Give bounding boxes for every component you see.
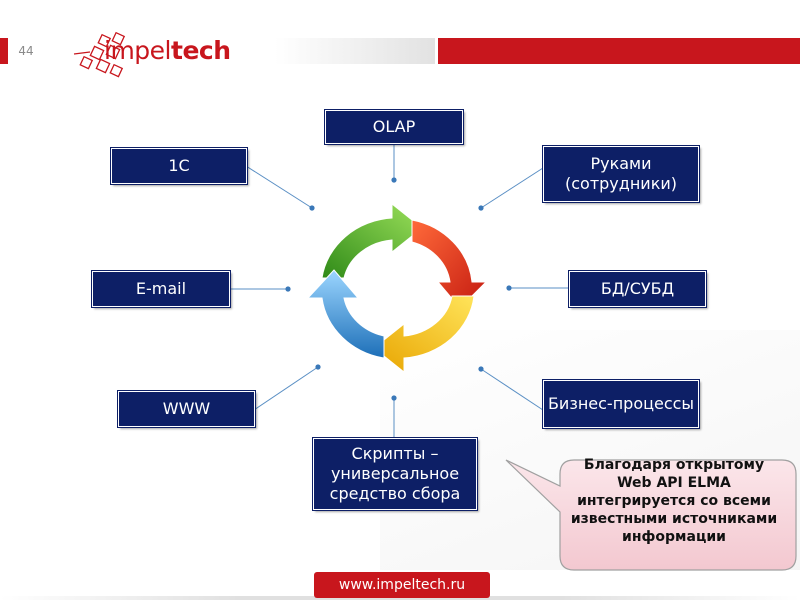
header-left-accent xyxy=(0,38,8,64)
connector-dot xyxy=(478,366,484,372)
blue-arrow xyxy=(306,269,385,359)
cycle-arrows-icon xyxy=(306,202,488,374)
node-business: Бизнес-процессы xyxy=(542,379,700,429)
red-arrow xyxy=(411,219,488,309)
header-bar-red xyxy=(438,38,800,64)
header-bar-gray xyxy=(275,38,435,64)
yellow-arrow xyxy=(373,295,475,374)
node-1c: 1C xyxy=(110,147,248,185)
callout-text: Благодаря открытому Web API ELMA интегри… xyxy=(570,457,778,545)
connector-dot xyxy=(315,364,321,370)
node-scripts: Скрипты – универсальное средство сбора xyxy=(312,437,478,511)
green-arrow xyxy=(321,202,423,279)
connector-dot xyxy=(309,205,315,211)
logo-text-bold: tech xyxy=(171,36,231,65)
logo-wordmark: impeltech xyxy=(104,36,231,66)
logo-text-regular: impel xyxy=(104,36,172,65)
connector-dot xyxy=(506,285,512,291)
header-bar xyxy=(275,38,800,64)
footer-url-link[interactable]: www.impeltech.ru xyxy=(314,572,490,598)
connector-www xyxy=(253,366,319,411)
connector-business xyxy=(480,368,544,411)
connector-dot xyxy=(391,395,397,401)
connector-dot xyxy=(285,286,291,292)
connector-dot xyxy=(391,177,397,183)
node-hands: Руками (сотрудники) xyxy=(542,145,700,203)
callout-bubble xyxy=(505,459,797,571)
connector-hands xyxy=(480,167,544,209)
logo-mark-icon xyxy=(73,31,126,78)
node-olap: OLAP xyxy=(324,109,464,145)
node-db: БД/СУБД xyxy=(568,270,707,308)
node-www: WWW xyxy=(117,390,256,428)
header-bar-separator xyxy=(435,38,438,64)
footer-line xyxy=(0,596,800,600)
connector-1c xyxy=(245,165,313,209)
connector-dot xyxy=(478,205,484,211)
slide-number: 44 xyxy=(18,44,34,58)
node-email: E-mail xyxy=(91,270,231,308)
